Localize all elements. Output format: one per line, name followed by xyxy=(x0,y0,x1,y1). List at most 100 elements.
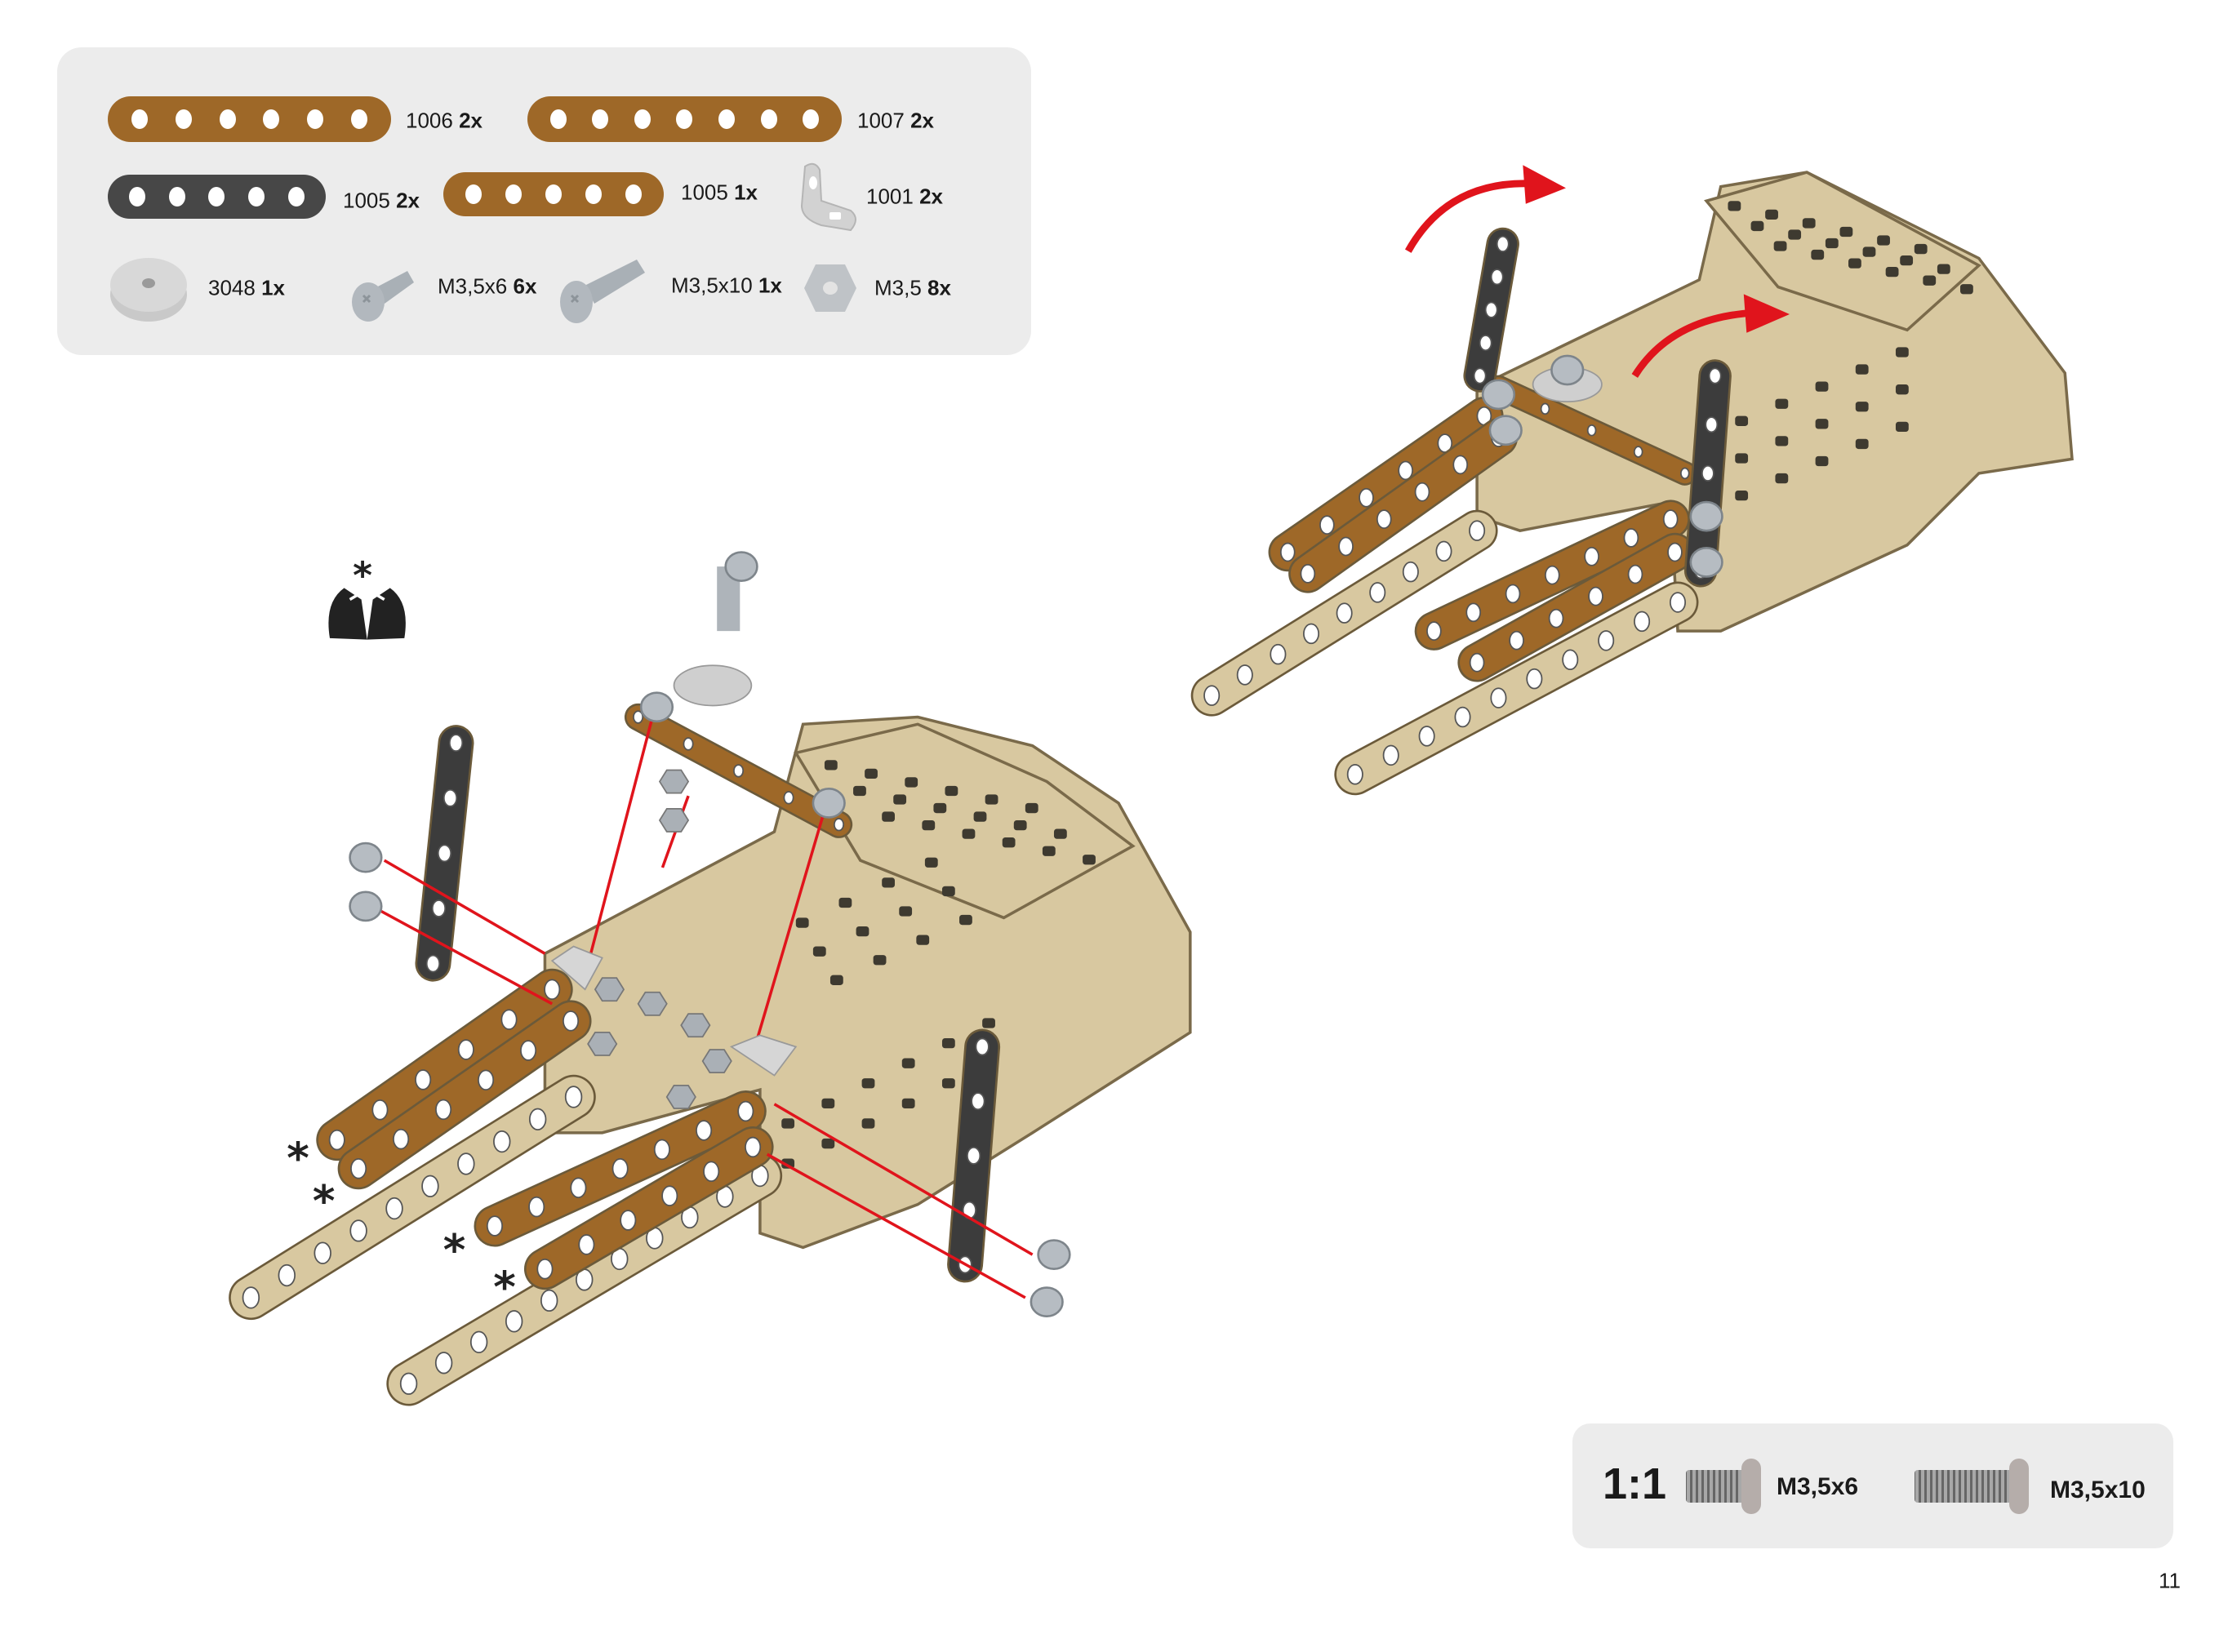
part-label-1006: 1006 2x xyxy=(406,108,483,133)
strip-hole xyxy=(1369,582,1386,603)
screw-m35x6 xyxy=(812,788,846,819)
marker-asterisk: * xyxy=(287,1134,309,1183)
strip-hole xyxy=(1662,509,1679,529)
strip-hole xyxy=(434,1352,453,1374)
hand-marker: * xyxy=(353,553,372,597)
strip-hole xyxy=(1679,467,1690,480)
strip-hole xyxy=(1669,592,1687,613)
short-screw-icon xyxy=(352,271,414,322)
strip-hole xyxy=(1452,455,1469,475)
strip-hole xyxy=(536,1258,554,1280)
hex-nut xyxy=(701,1049,732,1073)
strip-hole xyxy=(437,844,452,863)
strip-hole xyxy=(578,1234,595,1255)
page-number: 11 xyxy=(2159,1568,2181,1593)
strip-hole xyxy=(737,1100,754,1122)
part-label-1001: 1001 2x xyxy=(866,184,943,209)
strip-hole xyxy=(505,1310,523,1333)
strip-hole xyxy=(1359,487,1374,508)
frame-hole xyxy=(821,1138,835,1149)
frame-hole xyxy=(1900,255,1914,266)
frame-hole xyxy=(1775,436,1789,446)
frame-hole xyxy=(1750,220,1764,232)
strip-hole xyxy=(1236,664,1253,686)
strip-hole xyxy=(683,737,694,751)
strip-hole xyxy=(1496,235,1510,252)
frame-hole xyxy=(1877,235,1890,246)
frame-hole xyxy=(1013,819,1027,831)
alignment-guide-line xyxy=(751,810,826,1055)
part-label-1005-dark: 1005 2x xyxy=(343,188,420,213)
strip-hole xyxy=(1203,685,1221,706)
strip-hole xyxy=(528,1196,545,1218)
strip-hole xyxy=(448,734,464,753)
strip-hole xyxy=(1586,424,1597,437)
frame-hole xyxy=(922,819,936,831)
frame-hole xyxy=(795,917,809,928)
part-label-m35x6: M3,5x6 6x xyxy=(438,273,537,299)
frame-hole xyxy=(861,1118,875,1129)
strip-hole xyxy=(1382,744,1399,766)
frame-hole xyxy=(945,785,958,797)
frame-hole xyxy=(1839,226,1853,238)
rotation-arrow-head xyxy=(1743,294,1790,333)
part-1006-strip-icon xyxy=(108,96,391,142)
strip-hole xyxy=(1303,623,1320,645)
strip-hole xyxy=(1270,643,1287,665)
frame-hole xyxy=(1735,415,1749,426)
frame-hole xyxy=(1735,491,1749,501)
strip-hole xyxy=(783,791,794,805)
strip-hole xyxy=(612,1158,629,1179)
part-label-m35-nut: M3,5 8x xyxy=(874,275,951,300)
strip-hole xyxy=(966,1147,981,1165)
frame-hole xyxy=(905,777,918,788)
frame-hole xyxy=(873,955,887,966)
exploded-assembly-view xyxy=(229,551,1192,1406)
screw-m35x6 xyxy=(639,691,674,723)
hex-nut xyxy=(665,1085,696,1109)
screw-head xyxy=(1488,415,1523,446)
frame-hole xyxy=(1025,802,1038,814)
strip-hole xyxy=(385,1197,403,1220)
completed-assembly-view xyxy=(1190,165,2074,796)
frame-hole xyxy=(1895,421,1909,432)
rotation-arrow-head xyxy=(1523,165,1566,204)
frame-hole xyxy=(916,935,930,945)
frame-hole xyxy=(1825,238,1839,249)
frame-hole xyxy=(901,1098,915,1109)
strip-hole xyxy=(242,1286,260,1309)
frame-hole xyxy=(1855,402,1869,412)
strip-hole xyxy=(1426,621,1442,641)
alignment-guide-line xyxy=(383,859,546,955)
alignment-guide-line xyxy=(589,717,654,954)
marker-asterisk: * xyxy=(493,1263,516,1312)
frame-hole xyxy=(1053,828,1067,839)
frame-hole xyxy=(941,1037,955,1049)
frame-hole xyxy=(1802,218,1816,229)
screw-head xyxy=(1481,379,1516,411)
frame-hole xyxy=(1773,241,1787,251)
strip-hole xyxy=(1623,528,1639,548)
screw-m35x10-actual-size-icon xyxy=(1915,1459,2029,1514)
strip-hole xyxy=(620,1210,637,1231)
washer-3048 xyxy=(673,664,753,707)
strip-hole xyxy=(1376,509,1392,529)
strip-hole xyxy=(1398,460,1413,481)
frame-hole xyxy=(1775,473,1789,484)
marker-asterisk: * xyxy=(313,1177,336,1227)
frame-hole xyxy=(973,811,987,822)
strip-hole xyxy=(834,818,844,832)
strip-hole xyxy=(500,1009,518,1030)
angle-bracket-1001 xyxy=(729,1034,798,1077)
screw-m35x10-label: M3,5x10 xyxy=(2050,1477,2146,1503)
strip-hole xyxy=(1319,515,1335,535)
scale-ratio: 1:1 xyxy=(1603,1459,1667,1508)
frame-hole xyxy=(962,828,976,839)
frame-hole xyxy=(1002,837,1016,848)
screw-head xyxy=(724,551,758,582)
strip-hole xyxy=(1509,630,1524,651)
frame-hole xyxy=(853,785,866,797)
frame-hole xyxy=(1811,249,1825,260)
strip-hole xyxy=(661,1185,678,1206)
strip-hole xyxy=(1465,602,1482,623)
